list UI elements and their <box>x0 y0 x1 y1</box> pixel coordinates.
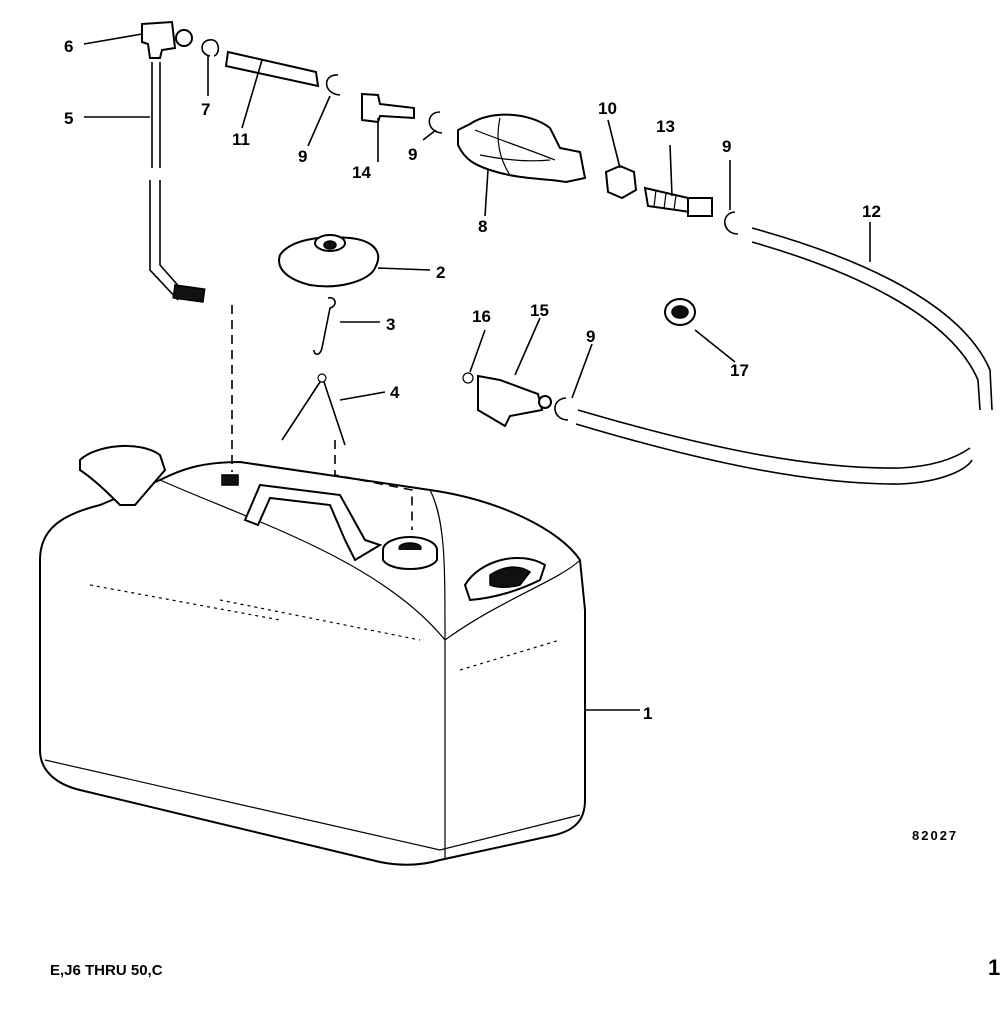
callout-4: 4 <box>390 383 400 402</box>
o-ring-16 <box>462 372 474 384</box>
elbow-fitting <box>141 20 193 59</box>
nut-10 <box>604 164 638 200</box>
clip-9-2 <box>428 111 443 134</box>
callout-14: 14 <box>352 163 371 182</box>
assembly-line-filler <box>334 440 413 530</box>
connector-15 <box>477 374 552 428</box>
callout-15: 15 <box>530 301 549 320</box>
chain-hook <box>313 296 336 356</box>
hose-upper <box>151 62 161 168</box>
leader-lines <box>83 33 871 711</box>
fuel-tank <box>39 444 586 866</box>
callout-17: 17 <box>730 361 749 380</box>
callout-8: 8 <box>478 217 487 236</box>
callout-5: 5 <box>64 109 73 128</box>
retainer-wire <box>281 373 346 446</box>
callout-2: 2 <box>436 263 445 282</box>
callout-6: 6 <box>64 37 73 56</box>
figure-code: 82027 <box>912 828 958 843</box>
callout-9: 9 <box>408 145 417 164</box>
footer-model-range: E,J6 THRU 50,C <box>50 962 163 979</box>
clip-9-3 <box>724 211 739 235</box>
callout-9: 9 <box>298 147 307 166</box>
long-hose-lower <box>575 409 973 485</box>
page-edge-mark: 1 <box>988 955 1000 980</box>
long-hose-12 <box>751 227 993 411</box>
hose-lower <box>149 180 183 301</box>
clip-9-4 <box>554 397 569 421</box>
callout-9: 9 <box>586 327 595 346</box>
callout-10: 10 <box>598 99 617 118</box>
callout-9: 9 <box>722 137 731 156</box>
callout-7: 7 <box>201 100 210 119</box>
connector-13 <box>643 186 713 217</box>
filler-cap <box>278 234 380 288</box>
callout-1: 1 <box>643 704 652 723</box>
hose-fitting <box>172 284 206 303</box>
callout-3: 3 <box>386 315 395 334</box>
primer-bulb <box>457 113 587 184</box>
callout-11: 11 <box>232 130 250 149</box>
connector-14 <box>361 92 415 124</box>
short-hose <box>224 50 320 88</box>
callout-13: 13 <box>656 117 675 136</box>
clip-9-1 <box>325 74 341 96</box>
hose-clamp-17 <box>664 298 696 326</box>
callout-16: 16 <box>472 307 491 326</box>
clip-7 <box>201 39 220 57</box>
callout-12: 12 <box>862 202 881 221</box>
